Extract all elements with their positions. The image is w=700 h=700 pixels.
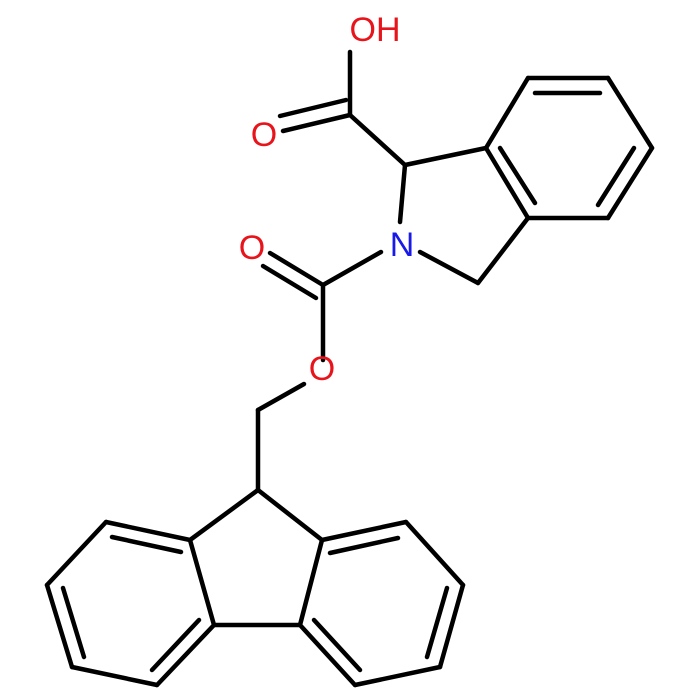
bond bbox=[475, 215, 531, 286]
bond bbox=[483, 75, 531, 151]
bond bbox=[154, 622, 217, 688]
atom-labels: OH O N O O bbox=[239, 11, 415, 388]
bond bbox=[277, 97, 349, 119]
bond bbox=[255, 487, 325, 543]
bond bbox=[149, 617, 202, 673]
bonds bbox=[44, 49, 655, 688]
bond bbox=[297, 537, 325, 628]
bond bbox=[497, 145, 538, 206]
bond bbox=[260, 263, 319, 301]
bond bbox=[483, 145, 531, 221]
bond bbox=[187, 537, 217, 628]
bond bbox=[424, 585, 450, 660]
bond bbox=[327, 535, 401, 556]
bond bbox=[267, 250, 326, 288]
bond bbox=[69, 664, 160, 688]
bond bbox=[255, 381, 307, 413]
bond bbox=[187, 487, 261, 543]
bond bbox=[311, 617, 363, 673]
bond bbox=[60, 585, 87, 660]
bond bbox=[397, 162, 408, 225]
bond bbox=[352, 664, 443, 688]
bond bbox=[319, 519, 409, 543]
bond bbox=[44, 582, 75, 670]
bond bbox=[595, 145, 637, 208]
carbamate-oxygen-label: O bbox=[239, 229, 265, 267]
bond bbox=[437, 582, 466, 670]
bond bbox=[109, 534, 184, 555]
bond bbox=[44, 519, 109, 588]
bond bbox=[403, 519, 466, 588]
bond bbox=[605, 145, 655, 221]
bond bbox=[320, 249, 384, 288]
ring-nitrogen-label: N bbox=[390, 226, 415, 264]
bond bbox=[280, 112, 353, 134]
carboxyl-oxygen-label: O bbox=[251, 116, 277, 154]
bond bbox=[103, 519, 193, 543]
hydroxyl-label: OH bbox=[350, 11, 401, 49]
bond bbox=[402, 145, 489, 168]
bond bbox=[347, 112, 408, 168]
bond bbox=[297, 622, 358, 688]
bond bbox=[417, 249, 481, 286]
bond bbox=[605, 75, 655, 151]
ester-oxygen-label: O bbox=[309, 350, 335, 388]
